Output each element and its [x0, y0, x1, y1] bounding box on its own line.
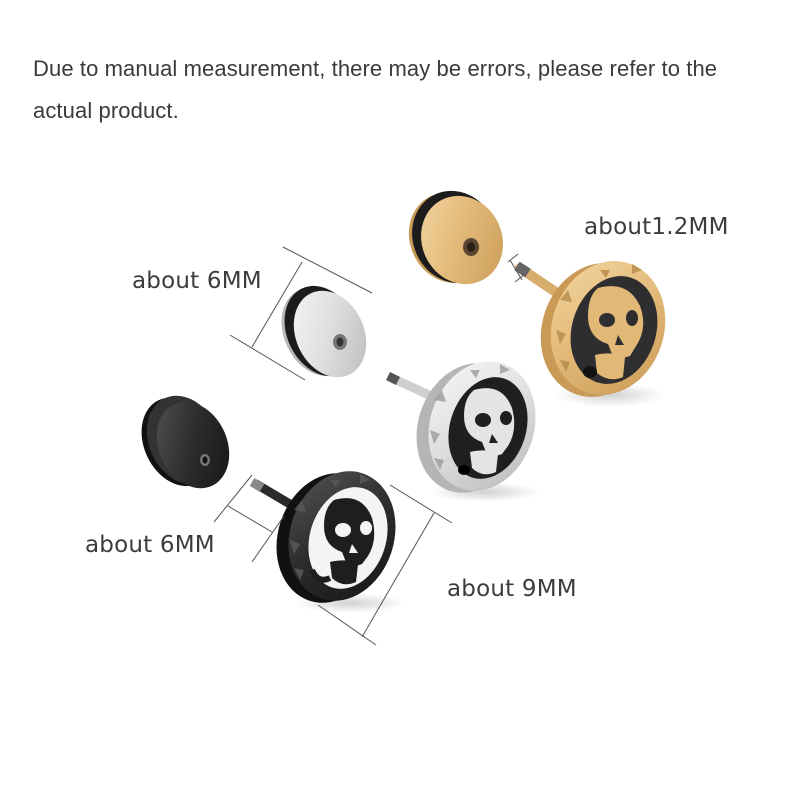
silver-back-nut — [281, 285, 367, 378]
dim-line-pin-measure — [227, 505, 273, 533]
dim-line-front-top — [389, 484, 453, 524]
back-thickness-label: about 6MM — [132, 268, 262, 294]
front-diameter-label: about 9MM — [447, 576, 577, 602]
silver-skull-front — [416, 361, 540, 502]
dim-line-back-measure — [251, 261, 303, 348]
dimension-lines — [213, 246, 453, 646]
dim-line-back-top — [282, 246, 373, 294]
dim-line-pin-left — [213, 474, 253, 523]
silver-earring-set — [281, 285, 540, 502]
pin-length-label: about 6MM — [85, 532, 215, 558]
gold-back-nut — [408, 190, 503, 285]
pin-diameter-label: about1.2MM — [584, 214, 729, 240]
dim-line-front-bottom — [317, 604, 377, 646]
black-earring-set — [141, 395, 405, 613]
black-skull-front — [276, 471, 405, 613]
dim-line-front-measure — [361, 512, 435, 638]
dim-line-pin-right — [251, 515, 285, 563]
gold-skull-front — [540, 261, 666, 407]
measurement-disclaimer: Due to manual measurement, there may be … — [33, 56, 718, 123]
gold-earring-set — [408, 190, 666, 407]
black-back-nut — [141, 395, 230, 489]
dim-line-back-bottom — [229, 334, 306, 381]
